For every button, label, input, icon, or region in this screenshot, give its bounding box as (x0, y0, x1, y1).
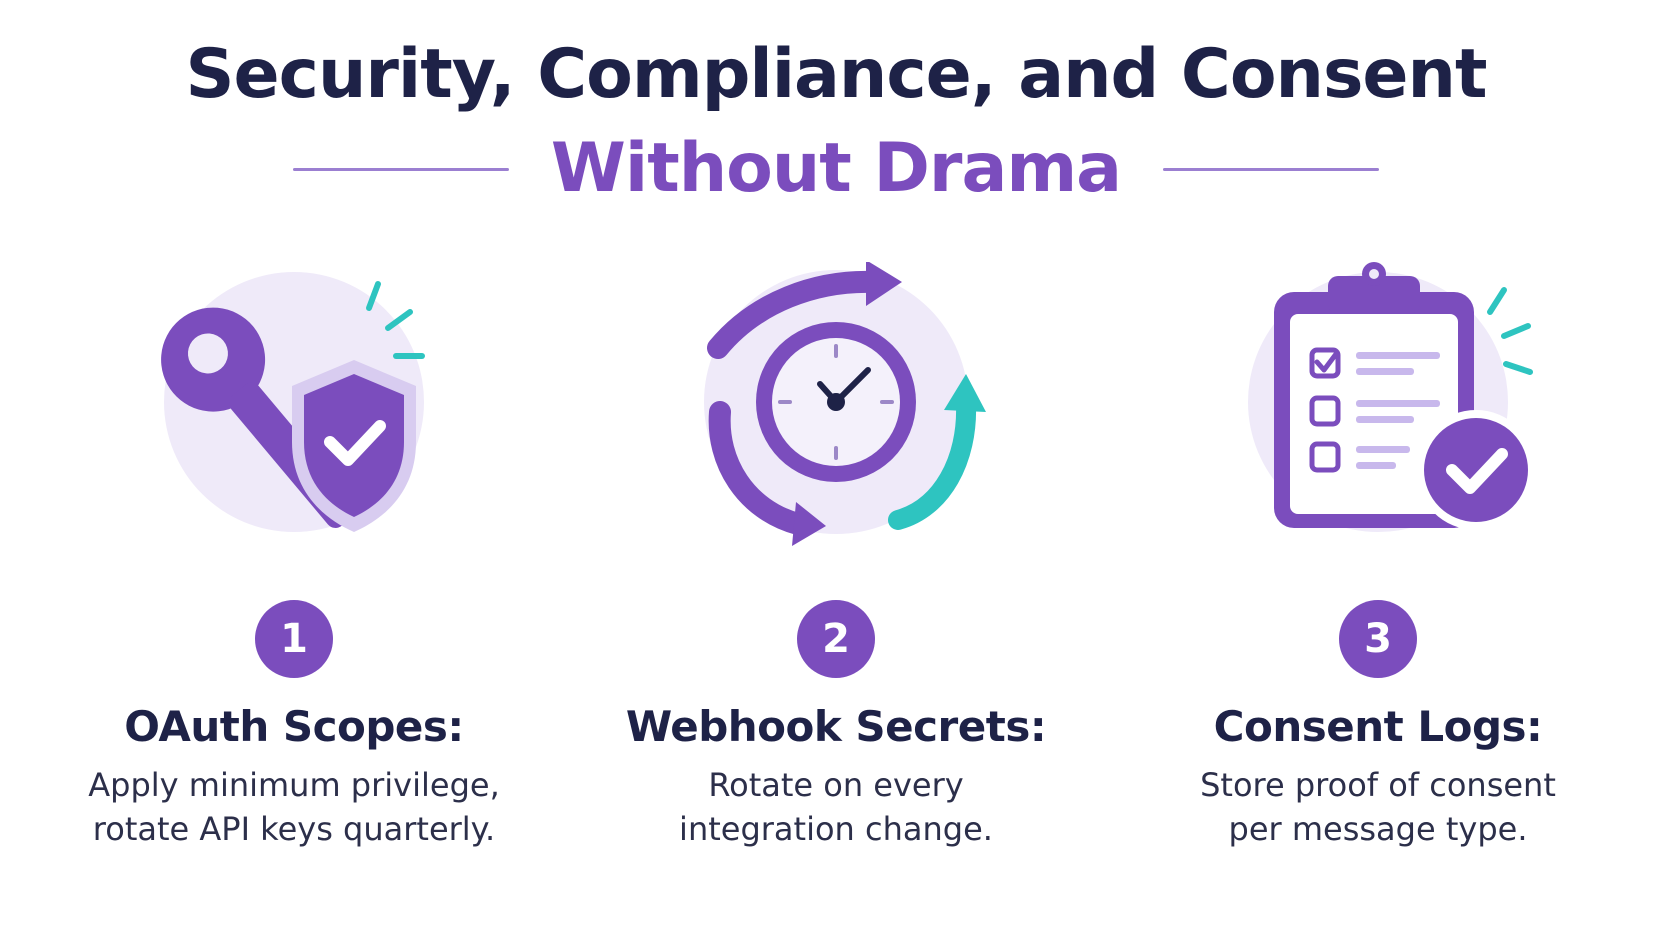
subtitle-row: Without Drama (0, 129, 1672, 208)
clock-rotation-icon (704, 262, 986, 546)
left-divider (292, 167, 509, 171)
step-webhook-secrets: 2 Webhook Secrets: Rotate on every integ… (576, 262, 1096, 851)
step-consent-logs: 3 Consent Logs: Store proof of consent p… (1118, 262, 1638, 851)
step-description: Apply minimum privilege, rotate API keys… (34, 763, 554, 851)
step-number-badge: 3 (1339, 600, 1417, 678)
step-title: Webhook Secrets: (625, 702, 1047, 751)
step-title: OAuth Scopes: (124, 702, 464, 751)
page-subtitle: Without Drama (550, 129, 1122, 208)
clipboard-check-icon (1248, 262, 1536, 532)
step-description-line: Apply minimum privilege, (88, 766, 500, 804)
step-title: Consent Logs: (1213, 702, 1543, 751)
step-description-line: Store proof of consent (1200, 766, 1556, 804)
step-description-line: integration change. (679, 810, 993, 848)
key-shield-icon (161, 272, 425, 532)
page-title: Security, Compliance, and Consent (185, 35, 1488, 114)
right-divider (1163, 167, 1380, 171)
step-description: Rotate on every integration change. (576, 763, 1096, 851)
step-oauth-scopes: 1 OAuth Scopes: Apply minimum privilege,… (34, 262, 554, 851)
step-number-badge: 1 (255, 600, 333, 678)
step-description: Store proof of consent per message type. (1118, 763, 1638, 851)
step-number-badge: 2 (797, 600, 875, 678)
step-description-line: Rotate on every (708, 766, 964, 804)
step-description-line: rotate API keys quarterly. (92, 810, 496, 848)
step-description-line: per message type. (1228, 810, 1528, 848)
